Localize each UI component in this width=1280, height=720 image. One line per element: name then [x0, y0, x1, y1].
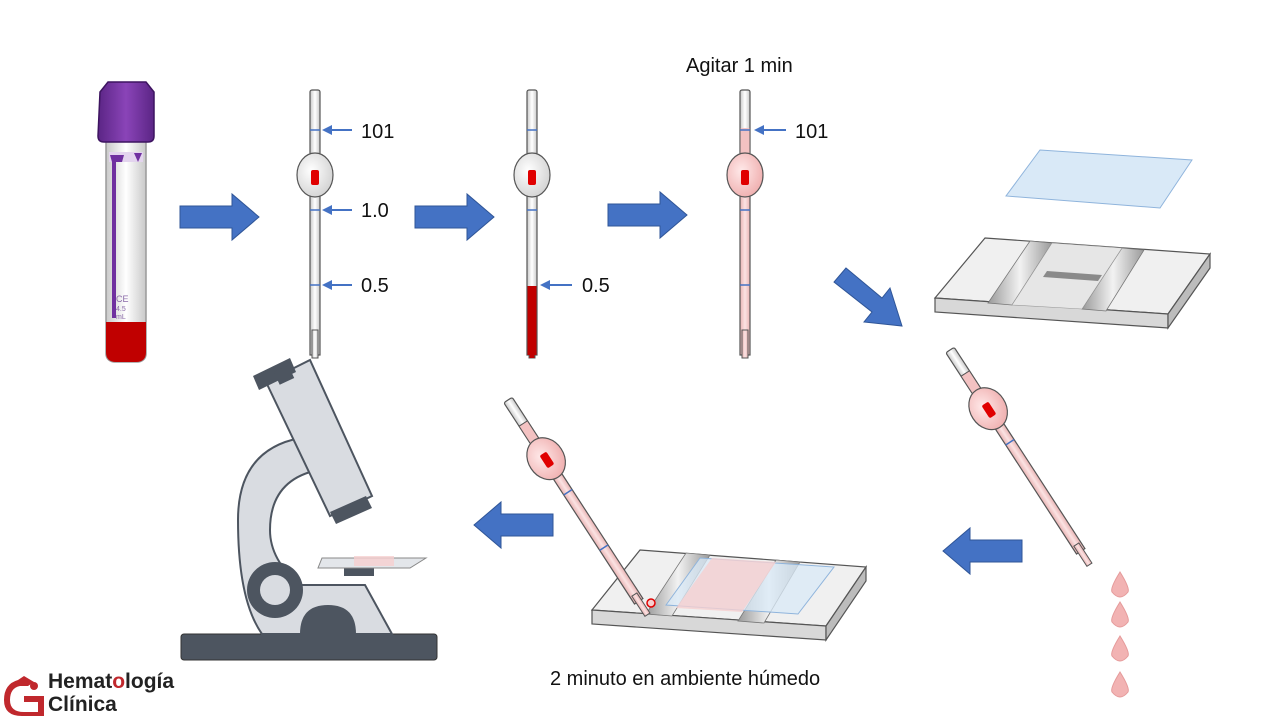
tube-cap [97, 81, 155, 143]
logo-line2: Clínica [48, 693, 117, 716]
logo-line1: Hematología [48, 670, 174, 693]
arrow-right-2 [414, 192, 495, 242]
counting-chamber [933, 237, 1212, 330]
arrow-diagonal-down [833, 267, 903, 327]
tube-label-volume: 4.5 [116, 306, 126, 313]
caption-humid-chamber: 2 minuto en ambiente húmedo [550, 668, 820, 690]
droplets [1111, 571, 1129, 698]
tube-label-unit: mL [116, 314, 126, 321]
brand-logo: Hematología Clínica [4, 670, 234, 718]
pipette-loading [503, 397, 651, 618]
logo-mark-icon [4, 676, 44, 716]
tube-label-ce: CE [116, 294, 129, 304]
logo-line1-prefix: Hemat [48, 670, 113, 693]
pipette-diluted [726, 89, 764, 359]
pipette-blood [513, 89, 551, 359]
logo-wordmark: Hematología Clínica [48, 670, 174, 716]
microscope [180, 358, 438, 661]
mark-label-101: 101 [361, 121, 394, 143]
logo-line1-accent: o [112, 670, 126, 693]
mark-label-0-5: 0.5 [361, 275, 389, 297]
step-title-shake: Agitar 1 min [686, 55, 793, 77]
arrow-left-1 [942, 526, 1023, 576]
blood-mark-label: 0.5 [582, 275, 610, 297]
diluted-mark-label: 101 [795, 121, 828, 143]
blood-tube: CE 4.5 mL [97, 81, 155, 363]
logo-line1-suffix: logía [125, 670, 175, 693]
pipette-dropping [945, 347, 1093, 568]
mark-label-1-0: 1.0 [361, 200, 389, 222]
chamber-loading [590, 549, 868, 642]
coverslip-floating [1005, 149, 1193, 209]
arrow-right-1 [179, 192, 260, 242]
pipette-empty [296, 89, 334, 359]
arrow-left-2 [473, 500, 554, 550]
arrow-right-3 [607, 190, 688, 240]
